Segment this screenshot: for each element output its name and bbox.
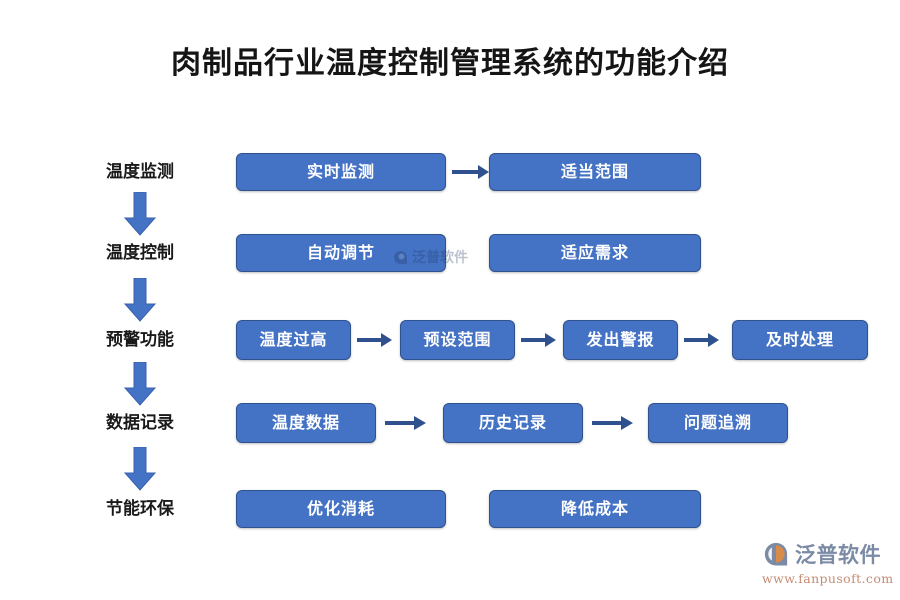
page-title: 肉制品行业温度控制管理系统的功能介绍: [171, 46, 729, 81]
arrow-right-icon: [521, 330, 557, 350]
brand-logo: 泛普软件 www.fanpusoft.com: [762, 538, 894, 592]
node-automatic-adjustment[interactable]: 自动调节: [236, 234, 446, 272]
brand-logo-row: 泛普软件: [762, 538, 892, 570]
node-issue-alarm[interactable]: 发出警报: [563, 320, 678, 360]
node-adapt-demand[interactable]: 适应需求: [489, 234, 701, 272]
node-optimize-consumption[interactable]: 优化消耗: [236, 490, 446, 528]
stage-label-temperature-monitoring: 温度监测: [106, 162, 174, 182]
node-history-record[interactable]: 历史记录: [443, 403, 583, 443]
node-preset-range[interactable]: 预设范围: [400, 320, 515, 360]
stage-label-energy-saving: 节能环保: [106, 499, 174, 519]
arrow-right-icon: [357, 330, 393, 350]
node-temperature-data[interactable]: 温度数据: [236, 403, 376, 443]
node-appropriate-range[interactable]: 适当范围: [489, 153, 701, 191]
stage-row-1: 温度监测 实时监测 适当范围: [0, 150, 900, 194]
arrow-down-icon-2: [123, 278, 157, 322]
node-timely-handling[interactable]: 及时处理: [732, 320, 868, 360]
stage-row-3: 预警功能 温度过高 预设范围 发出警报 及时处理: [0, 318, 900, 362]
stage-row-5: 节能环保 优化消耗 降低成本: [0, 487, 900, 531]
stage-row-4: 数据记录 温度数据 历史记录 问题追溯: [0, 401, 900, 445]
fanpu-logo-icon: [762, 540, 790, 568]
node-temperature-too-high[interactable]: 温度过高: [236, 320, 351, 360]
arrow-down-icon-4: [123, 447, 157, 491]
arrow-down-icon-1: [123, 192, 157, 236]
arrow-down-icon-3: [123, 362, 157, 406]
brand-name: 泛普软件: [795, 543, 881, 567]
stage-label-temperature-control: 温度控制: [106, 243, 174, 263]
stage-label-alarm-function: 预警功能: [106, 330, 174, 350]
node-problem-traceability[interactable]: 问题追溯: [648, 403, 788, 443]
brand-url: www.fanpusoft.com: [762, 571, 894, 586]
node-reduce-cost[interactable]: 降低成本: [489, 490, 701, 528]
arrow-right-icon: [452, 162, 490, 182]
arrow-right-icon: [684, 330, 720, 350]
stage-label-data-recording: 数据记录: [106, 413, 174, 433]
node-realtime-monitoring[interactable]: 实时监测: [236, 153, 446, 191]
arrow-right-icon: [385, 413, 427, 433]
arrow-right-icon: [592, 413, 634, 433]
stage-row-2: 温度控制 自动调节 适应需求: [0, 231, 900, 275]
